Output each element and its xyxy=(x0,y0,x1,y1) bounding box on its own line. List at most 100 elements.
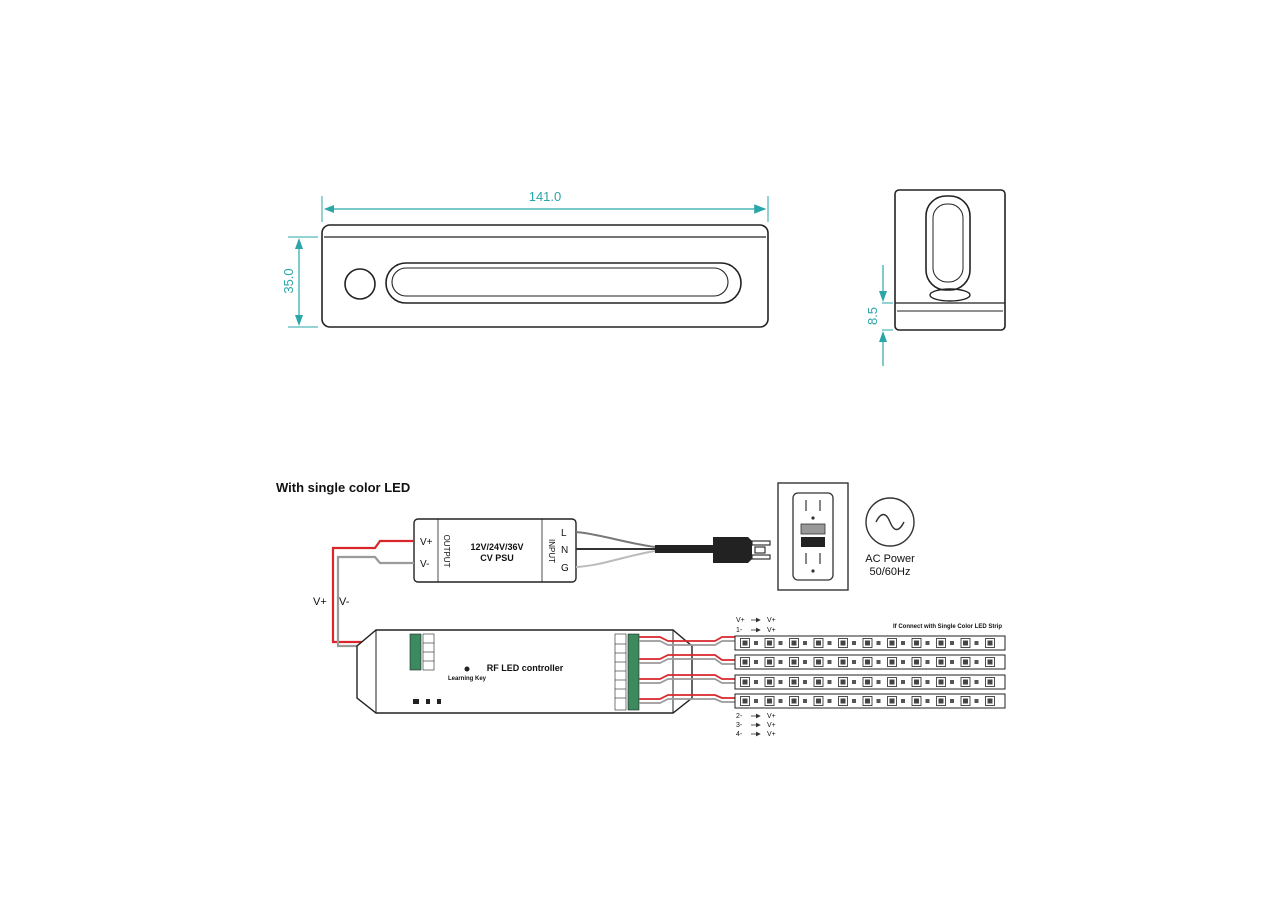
led-resistor xyxy=(803,641,807,645)
side-slot-inner xyxy=(932,203,964,283)
led-resistor xyxy=(852,680,856,684)
ac-label-2: 50/60Hz xyxy=(870,566,911,578)
dim-depth-label: 8.5 xyxy=(865,307,880,325)
led-chip-core xyxy=(767,659,772,665)
section-title: With single color LED xyxy=(276,480,411,495)
led-chip-core xyxy=(742,679,748,685)
led-chip-core xyxy=(987,679,993,685)
front-view: 141.0 35.0 xyxy=(281,189,769,328)
map-bottom-2-from: 4- xyxy=(736,731,743,738)
led-chip-core xyxy=(865,640,870,646)
dim-depth-arrow-up xyxy=(879,331,887,342)
led-chip-core xyxy=(938,698,944,704)
housing-outline xyxy=(321,224,769,328)
led-resistor xyxy=(827,660,832,664)
led-chip-core xyxy=(742,640,748,646)
led-resistor xyxy=(778,680,783,684)
rf-controller: RF LED controller Learning Key xyxy=(356,629,693,714)
dim-length-label: 141.0 xyxy=(529,189,562,204)
led-chip-core xyxy=(963,698,968,704)
side-view: 8.5 xyxy=(865,189,1006,366)
led-resistor xyxy=(974,660,979,664)
map-bottom-1-to: V+ xyxy=(767,722,776,729)
light-slot-inner xyxy=(391,267,729,297)
led-resistor xyxy=(950,660,954,664)
psu-input-label: INPUT xyxy=(547,539,556,563)
dim-arrow-up xyxy=(295,238,303,249)
led-resistor xyxy=(754,641,758,645)
psu-N: N xyxy=(561,545,568,556)
led-resistor xyxy=(778,699,783,703)
controller-title: RF LED controller xyxy=(487,663,564,673)
strip-mapping: If Connect with Single Color LED Strip V… xyxy=(736,617,1002,738)
sensor-window xyxy=(344,268,376,300)
led-resistor xyxy=(925,660,930,664)
led-chip-core xyxy=(938,640,944,646)
led-chip-core xyxy=(840,640,846,646)
outlet-test-button xyxy=(800,523,826,535)
map-bottom-2-to: V+ xyxy=(767,731,776,738)
led-resistor xyxy=(901,699,905,703)
led-chip-core xyxy=(889,698,895,704)
led-resistor xyxy=(974,641,979,645)
map-bottom-0-to: V+ xyxy=(767,713,776,720)
led-chip-core xyxy=(963,640,968,646)
strip-note: If Connect with Single Color LED Strip xyxy=(893,624,1002,630)
led-resistor xyxy=(876,680,881,684)
led-chip-core xyxy=(816,698,821,704)
plug-body xyxy=(713,537,752,563)
dim-height-label: 35.0 xyxy=(281,268,296,293)
outlet-reset-button xyxy=(801,537,825,547)
dim-depth-arrow-down xyxy=(879,291,887,302)
plug-ground xyxy=(754,546,766,554)
led-chip-core xyxy=(889,679,895,685)
learning-key-button xyxy=(464,666,470,672)
led-chip-core xyxy=(767,679,772,685)
led-resistor xyxy=(950,641,954,645)
led-chip-core xyxy=(865,698,870,704)
led-chip-core xyxy=(987,659,993,665)
map-top-1-to: V+ xyxy=(767,627,776,634)
led-resistor xyxy=(827,641,832,645)
led-resistor xyxy=(778,660,783,664)
map-bottom-1-from: 3- xyxy=(736,722,743,729)
led-chip-core xyxy=(889,659,895,665)
led-resistor xyxy=(803,660,807,664)
led-chip-core xyxy=(889,640,895,646)
map-bottom-0-from: 2- xyxy=(736,713,743,720)
dc-wires: V+ V- xyxy=(313,539,414,648)
led-chip-core xyxy=(767,640,772,646)
led-chip-core xyxy=(987,698,993,704)
psu-title-1: 12V/24V/36V xyxy=(470,542,523,552)
led-chip-core xyxy=(987,640,993,646)
led-resistor xyxy=(754,699,758,703)
led-chip-core xyxy=(767,698,772,704)
psu-vpos: V+ xyxy=(420,537,433,548)
sine-wave-icon xyxy=(875,513,905,531)
led-chip-core xyxy=(816,640,821,646)
led-resistor xyxy=(778,641,783,645)
ac-circle-icon xyxy=(865,497,915,547)
led-resistor xyxy=(901,660,905,664)
wire-G xyxy=(575,550,656,568)
led-chip-core xyxy=(914,679,919,685)
led-chip-core xyxy=(791,659,797,665)
led-chip-core xyxy=(791,679,797,685)
led-chip-core xyxy=(938,679,944,685)
strip-wires xyxy=(639,636,735,704)
side-sensor xyxy=(929,288,971,302)
led-resistor xyxy=(876,699,881,703)
psu-L: L xyxy=(561,528,567,539)
led-chip-core xyxy=(914,640,919,646)
dim-arrow-left xyxy=(324,205,334,213)
led-strips xyxy=(734,635,1006,709)
map-top-0-to: V+ xyxy=(767,617,776,624)
output-terminal xyxy=(627,633,640,711)
led-resistor xyxy=(974,680,979,684)
led-chip-core xyxy=(742,659,748,665)
ac-power-symbol: AC Power 50/60Hz xyxy=(865,497,915,578)
led-chip-core xyxy=(914,698,919,704)
led-chip-core xyxy=(963,679,968,685)
input-terminal xyxy=(409,633,422,671)
